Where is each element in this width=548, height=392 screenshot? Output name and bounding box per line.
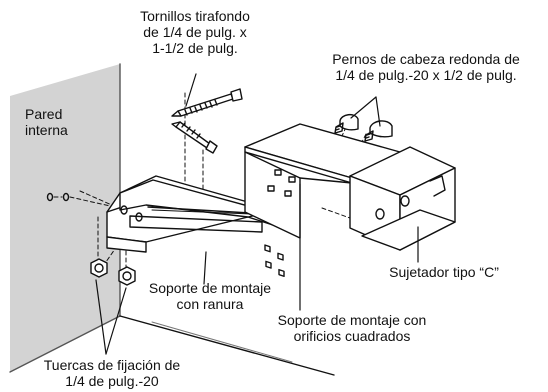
lag-screws-label-line-2: de 1/4 de pulg. x xyxy=(143,24,247,40)
lag-screw-upper xyxy=(171,88,243,117)
round-head-bolt-left xyxy=(334,114,359,134)
round-head-bolt-right xyxy=(364,120,393,142)
inner-wall-label-line-1: Pared xyxy=(25,106,63,122)
lag-screws-label-line-1: Tornillos tirafondo xyxy=(140,8,250,24)
hex-nut-left xyxy=(90,258,108,278)
nuts-label: Tuercas de fijación de 1/4 de pulg.-20 xyxy=(32,357,192,389)
leader-lines xyxy=(95,73,419,355)
slotted-bracket xyxy=(106,175,277,253)
slotted-bracket-label: Soporte de montaje con ranura xyxy=(146,280,274,312)
round-head-bolts-label-line-2: 1/4 de pulg.-20 x 1/2 de pulg. xyxy=(335,67,517,83)
nuts-label-line-1: Tuercas de fijación de xyxy=(43,357,181,373)
square-hole-bracket-label: Soporte de montaje con orificios cuadrad… xyxy=(268,312,436,344)
round-head-bolts-label: Pernos de cabeza redonda de 1/4 de pulg.… xyxy=(308,51,544,83)
square-hole-bracket xyxy=(244,123,408,278)
square-hole-bracket-label-line-2: orificios cuadrados xyxy=(293,328,411,344)
c-clamp-label: Sujetador tipo “C” xyxy=(370,264,518,280)
inner-wall-panel xyxy=(9,63,335,376)
slotted-bracket-label-line-2: con ranura xyxy=(176,296,244,312)
hex-nut-right xyxy=(118,266,136,286)
c-clamp-label-text: Sujetador tipo “C” xyxy=(389,264,499,280)
square-hole-bracket-label-line-1: Soporte de montaje con xyxy=(277,312,427,328)
lag-screws-label-line-3: 1-1/2 de pulg. xyxy=(152,40,238,56)
lag-screw-lower xyxy=(171,121,218,154)
inner-wall-label: Pared interna xyxy=(25,106,85,138)
c-clamp xyxy=(349,146,456,251)
nuts-label-line-2: 1/4 de pulg.-20 xyxy=(65,373,159,389)
round-head-bolts-label-line-1: Pernos de cabeza redonda de xyxy=(332,51,520,67)
inner-wall-label-line-2: interna xyxy=(25,122,68,138)
slotted-bracket-label-line-1: Soporte de montaje xyxy=(148,280,272,296)
lag-screws-label: Tornillos tirafondo de 1/4 de pulg. x 1-… xyxy=(130,8,260,56)
